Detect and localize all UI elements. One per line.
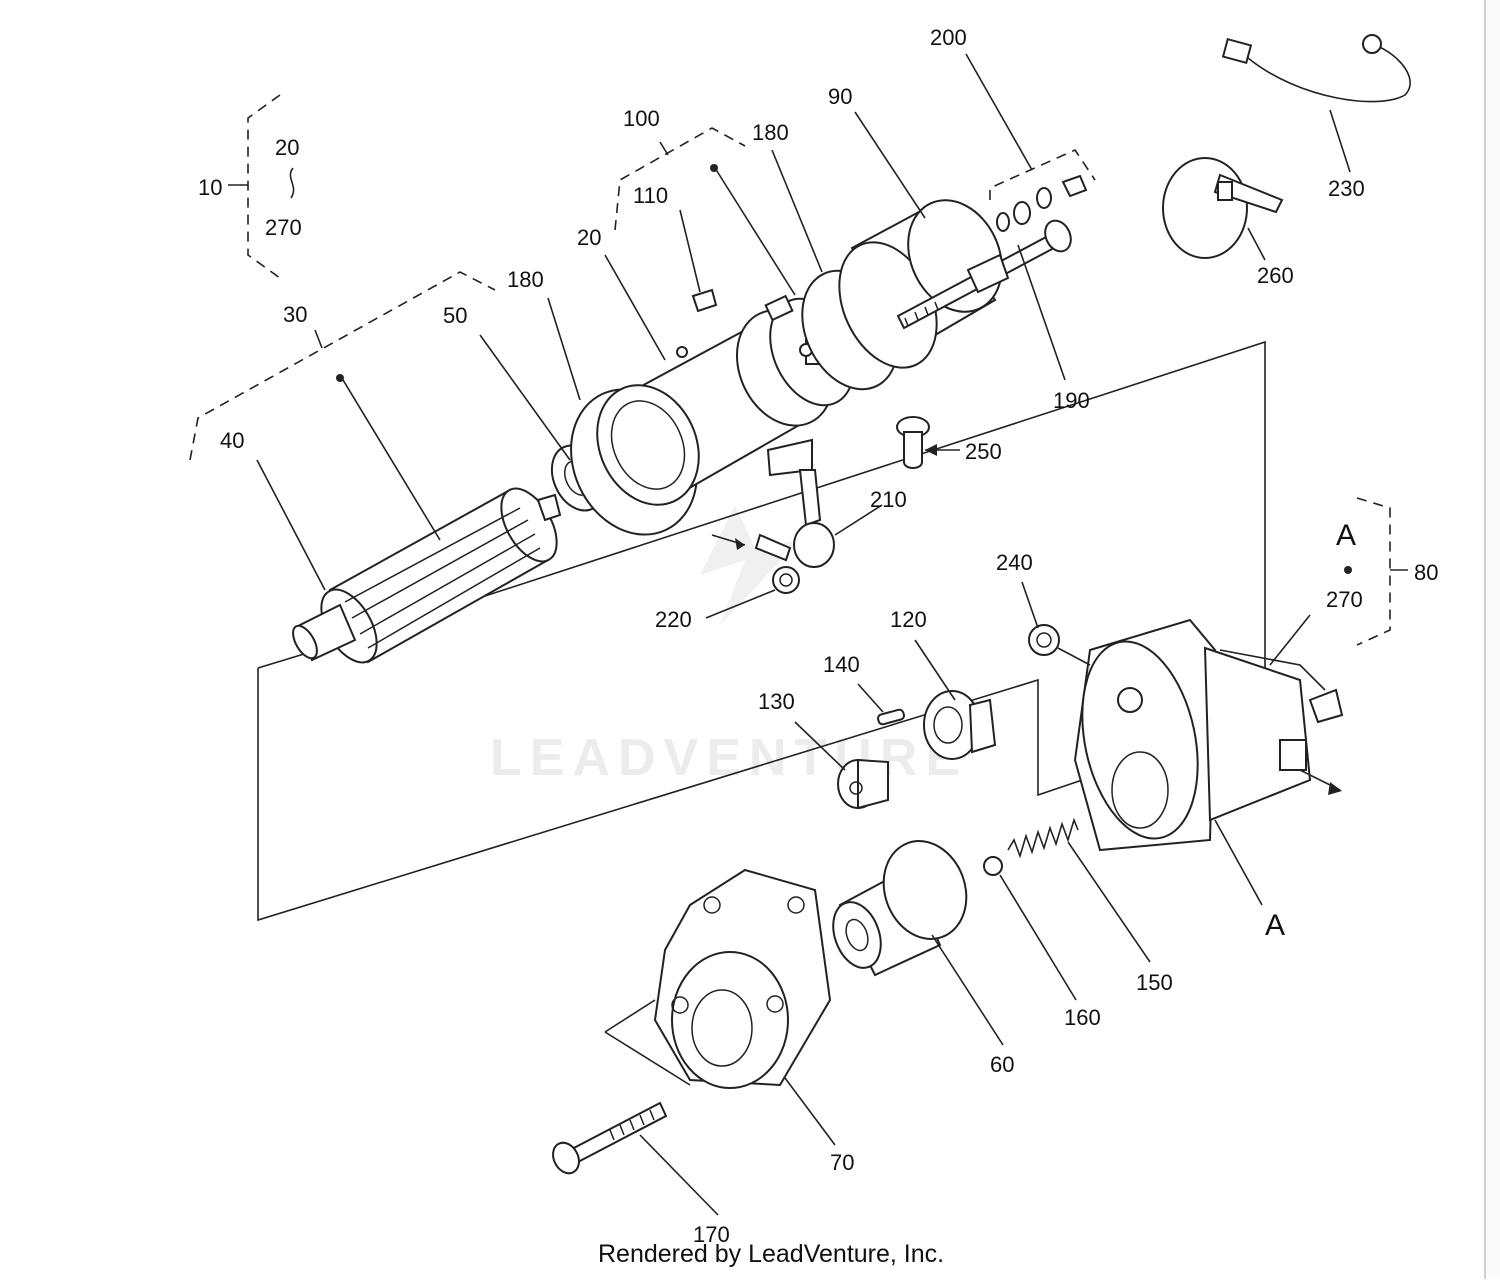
lead-wire: [754, 438, 835, 568]
callout-210: 210: [870, 487, 907, 512]
cable-tie: [1162, 157, 1284, 259]
callout-250: 250: [965, 439, 1002, 464]
callout-130: 130: [758, 689, 795, 714]
brush: [691, 288, 718, 313]
watermark-logo: [700, 505, 800, 625]
callout-180-right: 180: [752, 120, 789, 145]
callout-140: 140: [823, 652, 860, 677]
through-bolt: [896, 219, 1072, 330]
screw: [896, 416, 930, 469]
gear: [923, 690, 997, 760]
pin: [877, 708, 905, 726]
armature: [292, 487, 562, 664]
hex-nut-220: [772, 566, 800, 594]
callout-120: 120: [890, 607, 927, 632]
callout-200: 200: [930, 25, 967, 50]
callout-40: 40: [220, 428, 244, 453]
callout-230: 230: [1328, 176, 1365, 201]
callout-100: 100: [623, 106, 660, 131]
callout-50: 50: [443, 303, 467, 328]
spring: [1007, 817, 1079, 859]
pinion-clutch: [832, 840, 968, 977]
leader-lines: [256, 53, 1352, 1216]
front-bracket: [653, 868, 832, 1089]
callout-190: 190: [1053, 388, 1090, 413]
bracket-100: [614, 127, 746, 231]
callout-labels: 10 20 270 30 40 50 180 20 100 110 180 90…: [198, 25, 1438, 1247]
wire-harness: [1221, 34, 1411, 103]
callout-70: 70: [830, 1150, 854, 1175]
bracket-10: [247, 94, 281, 279]
solenoid-housing: [1073, 618, 1344, 852]
callout-90: 90: [828, 84, 852, 109]
callout-A-reference: A: [1336, 519, 1356, 552]
callout-30: 30: [283, 302, 307, 327]
bracket-200: [989, 148, 1096, 200]
retainer: [837, 758, 889, 810]
steel-ball: [983, 856, 1003, 876]
callout-260: 260: [1257, 263, 1294, 288]
footer-credit: Rendered by LeadVenture, Inc.: [598, 1240, 945, 1268]
callout-150: 150: [1136, 970, 1173, 995]
right-edge-frame: [1484, 0, 1500, 1279]
callout-180-left: 180: [507, 267, 544, 292]
bracket-30: [189, 271, 496, 461]
callout-80: 80: [1414, 560, 1438, 585]
callout-20-range-start: 20: [275, 135, 299, 160]
callout-170: 170: [693, 1222, 730, 1247]
callout-240: 240: [996, 550, 1033, 575]
long-bolt: [552, 1101, 668, 1175]
callout-60: 60: [990, 1052, 1014, 1077]
callout-10: 10: [198, 175, 222, 200]
callout-160: 160: [1064, 1005, 1101, 1030]
callout-270-range-end: 270: [265, 215, 302, 240]
callout-20-yoke: 20: [577, 225, 601, 250]
watermark: LEADVENTURE: [490, 729, 968, 787]
bracket-70-lines: [604, 999, 691, 1086]
callout-220: 220: [655, 607, 692, 632]
range-tilde: [289, 167, 295, 199]
callout-A-housing: A: [1265, 909, 1285, 942]
bracket-80: [1356, 497, 1391, 646]
washer-nut-set: [996, 174, 1088, 232]
callout-270-range: 270: [1326, 587, 1363, 612]
hex-nut-240: [1028, 624, 1060, 656]
callout-110: 110: [633, 183, 668, 208]
